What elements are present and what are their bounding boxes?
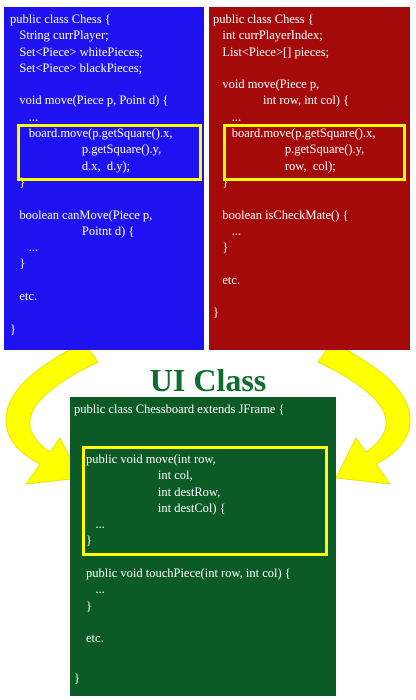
left-code-text: public class Chess { String currPlayer; … — [10, 12, 173, 336]
right-code-text: public class Chess { int currPlayerIndex… — [213, 12, 376, 320]
left-curved-arrow-icon — [5, 341, 99, 485]
right-curved-arrow-icon — [317, 341, 411, 485]
chess-class-panel-left: public class Chess { String currPlayer; … — [4, 7, 204, 350]
bottom-header-text: public class Chessboard extends JFrame { — [74, 402, 285, 416]
bottom-highlight-box — [82, 446, 328, 556]
bottom-code-text: public void move(int row, int col, int d… — [86, 452, 291, 646]
ui-class-title: UI Class — [149, 362, 267, 398]
bottom-closing-brace: } — [74, 671, 80, 685]
chess-class-panel-right: public class Chess { int currPlayerIndex… — [209, 7, 410, 350]
right-highlight-box — [223, 124, 406, 181]
chessboard-class-panel: public class Chessboard extends JFrame {… — [70, 397, 336, 696]
left-highlight-box — [17, 124, 202, 181]
